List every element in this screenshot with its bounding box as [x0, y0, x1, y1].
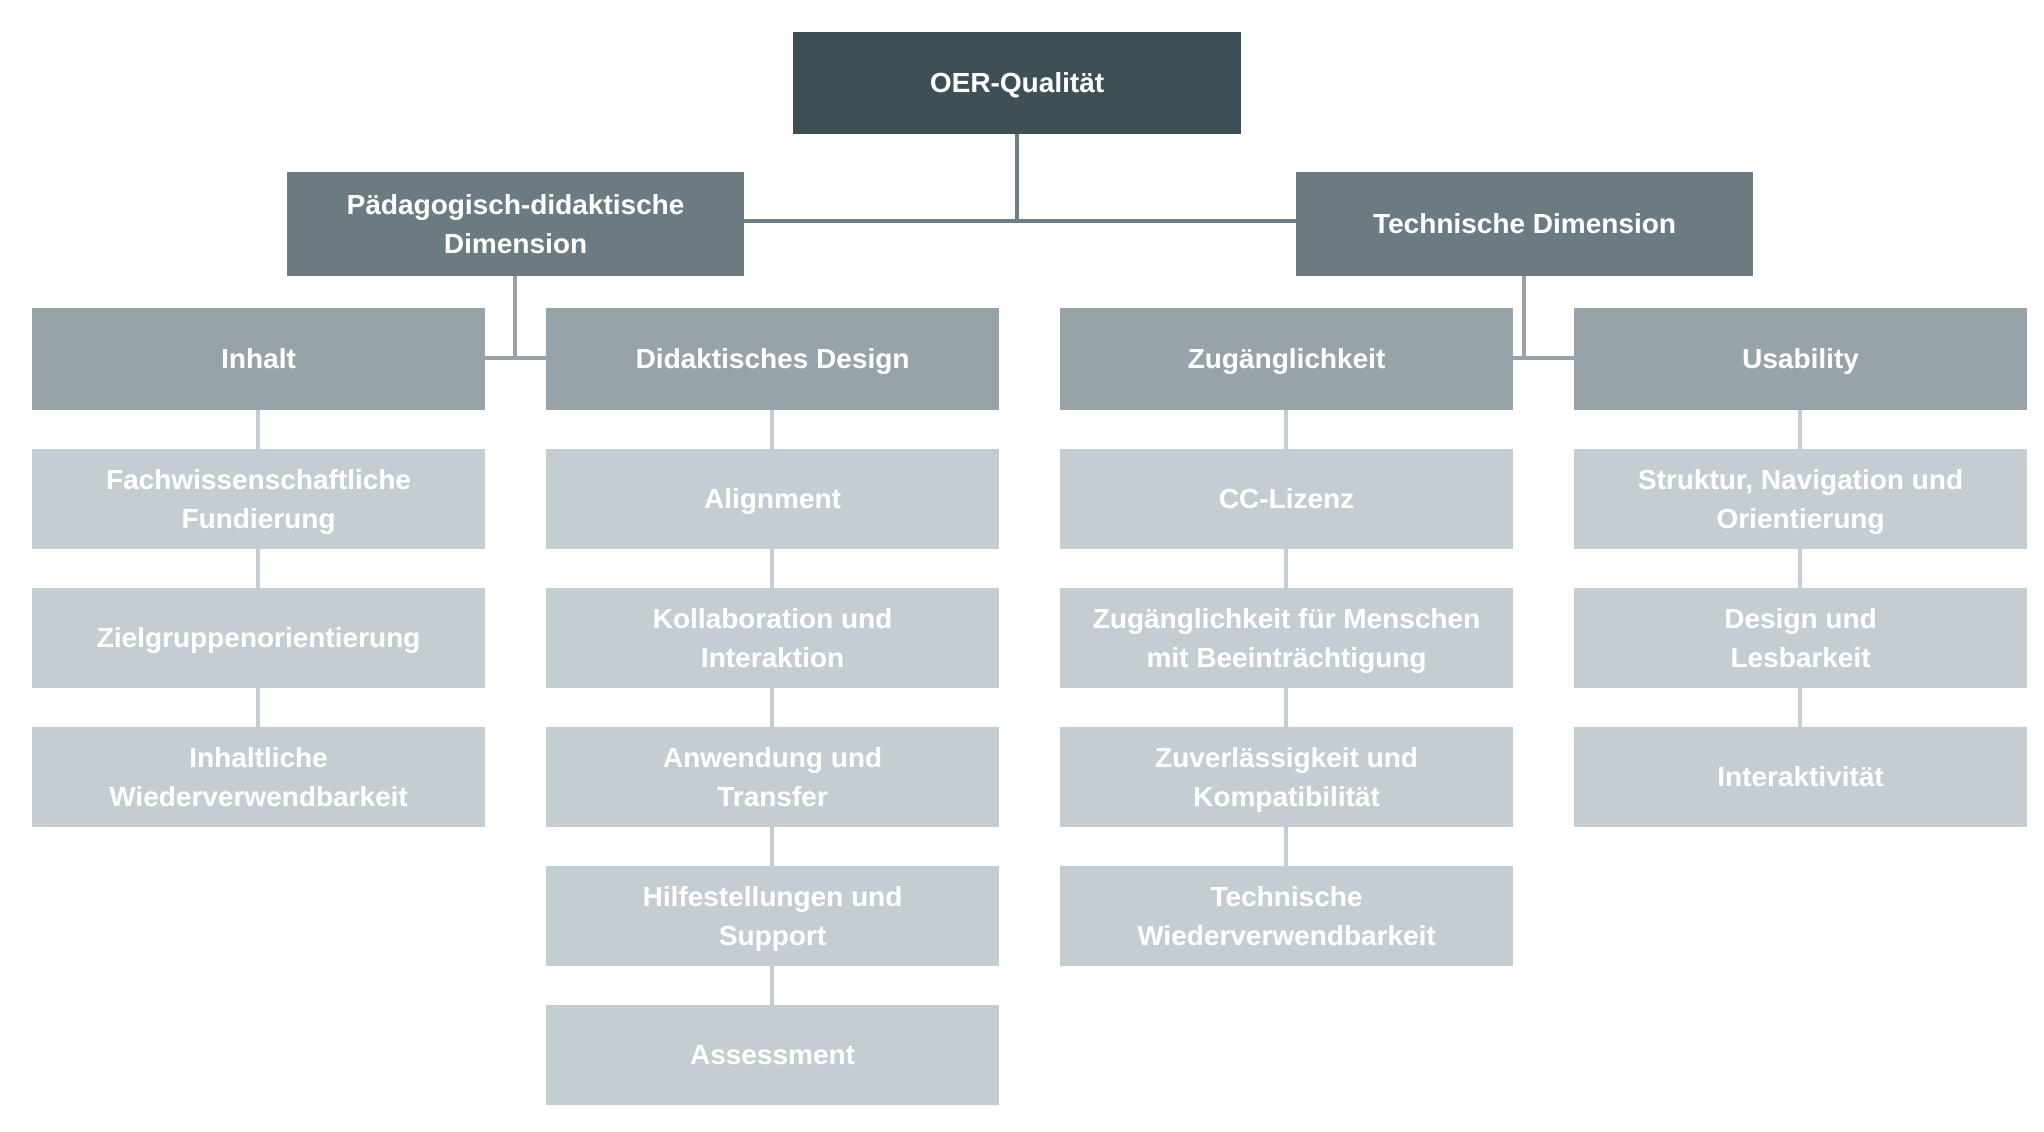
leaf-node-cc-lizenz: CC-Lizenz: [1060, 449, 1513, 549]
connector-didaktisches-design-seg-3: [770, 688, 774, 727]
connector-inhalt-seg-2: [256, 549, 260, 588]
dimension-node-technische: Technische Dimension: [1296, 172, 1753, 276]
connector-root-stem: [1015, 134, 1019, 223]
connector-zugaenglichkeit-seg-2: [1284, 549, 1288, 588]
category-node-usability: Usability: [1574, 308, 2027, 410]
leaf-node-fachwissenschaftliche-fundierung: Fachwissenschaftliche Fundierung: [32, 449, 485, 549]
connector-usability-seg-2: [1798, 549, 1802, 588]
dimension-node-paedagogisch-didaktische: Pädagogisch-didaktische Dimension: [287, 172, 744, 276]
root-node-oer-qualitaet: OER-Qualität: [793, 32, 1241, 134]
leaf-node-zuverlaessigkeit-und-kompatibilitaet: Zuverlässigkeit und Kompatibilität: [1060, 727, 1513, 827]
leaf-node-anwendung-und-transfer: Anwendung und Transfer: [546, 727, 999, 827]
connector-zugaenglichkeit-seg-3: [1284, 688, 1288, 727]
connector-technische-bar: [1513, 356, 1574, 360]
connector-usability-seg-1: [1798, 410, 1802, 449]
connector-didaktisches-design-seg-1: [770, 410, 774, 449]
connector-root-bar: [744, 219, 1296, 223]
leaf-node-alignment: Alignment: [546, 449, 999, 549]
leaf-node-zugaenglichkeit-fuer-menschen: Zugänglichkeit für Menschen mit Beeinträ…: [1060, 588, 1513, 688]
connector-paedagogisch-bar: [485, 356, 546, 360]
connector-paedagogisch-stem: [513, 276, 517, 360]
leaf-node-inhaltliche-wiederverwendbarkeit: Inhaltliche Wiederverwendbarkeit: [32, 727, 485, 827]
connector-inhalt-seg-1: [256, 410, 260, 449]
leaf-node-design-und-lesbarkeit: Design und Lesbarkeit: [1574, 588, 2027, 688]
category-node-didaktisches-design: Didaktisches Design: [546, 308, 999, 410]
connector-inhalt-seg-3: [256, 688, 260, 727]
leaf-node-interaktivitaet: Interaktivität: [1574, 727, 2027, 827]
connector-didaktisches-design-seg-5: [770, 966, 774, 1005]
leaf-node-assessment: Assessment: [546, 1005, 999, 1105]
connector-usability-seg-3: [1798, 688, 1802, 727]
connector-zugaenglichkeit-seg-1: [1284, 410, 1288, 449]
leaf-node-struktur-navigation-orientierung: Struktur, Navigation und Orientierung: [1574, 449, 2027, 549]
category-node-zugaenglichkeit: Zugänglichkeit: [1060, 308, 1513, 410]
connector-zugaenglichkeit-seg-4: [1284, 827, 1288, 866]
leaf-node-hilfestellungen-und-support: Hilfestellungen und Support: [546, 866, 999, 966]
connector-technische-stem: [1522, 276, 1526, 360]
leaf-node-technische-wiederverwendbarkeit: Technische Wiederverwendbarkeit: [1060, 866, 1513, 966]
connector-didaktisches-design-seg-2: [770, 549, 774, 588]
leaf-node-zielgruppenorientierung: Zielgruppenorientierung: [32, 588, 485, 688]
category-node-inhalt: Inhalt: [32, 308, 485, 410]
connector-didaktisches-design-seg-4: [770, 827, 774, 866]
leaf-node-kollaboration-und-interaktion: Kollaboration und Interaktion: [546, 588, 999, 688]
